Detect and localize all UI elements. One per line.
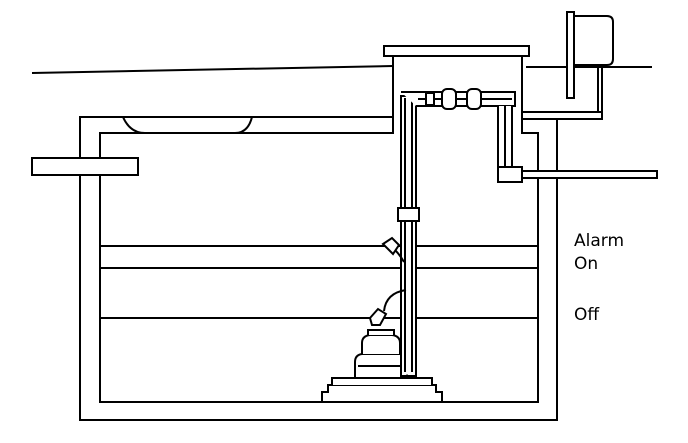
alarm-level-label: Alarm	[574, 231, 625, 251]
outlet-elbow	[497, 166, 523, 183]
pipe-coupling	[397, 207, 420, 222]
control-mount-plate	[521, 111, 603, 120]
riser-cap	[383, 45, 530, 57]
discharge-pipe	[400, 95, 417, 375]
alarm-float	[381, 236, 401, 256]
lid-recess	[122, 116, 253, 134]
control-panel-box	[571, 15, 614, 66]
pump-motor	[361, 334, 401, 354]
control-bracket	[526, 65, 603, 118]
ground-line-left	[31, 65, 394, 74]
pump-outlet-elbow	[400, 368, 417, 377]
riser	[392, 56, 523, 133]
on-level-label: On	[574, 254, 599, 274]
check-valve	[441, 88, 457, 110]
inlet-pipe	[31, 157, 139, 176]
union-fitting	[425, 92, 435, 106]
pump-pedestal-top	[331, 377, 433, 385]
control-panel-post	[566, 11, 575, 99]
gate-valve	[466, 88, 482, 110]
pump-pedestal	[321, 384, 443, 403]
alarm-level-band	[99, 245, 539, 269]
off-float-cord	[383, 289, 407, 312]
off-level-label: Off	[574, 305, 600, 325]
off-float	[368, 307, 388, 326]
pump-cap	[367, 329, 395, 335]
outlet-pipe	[521, 170, 658, 179]
